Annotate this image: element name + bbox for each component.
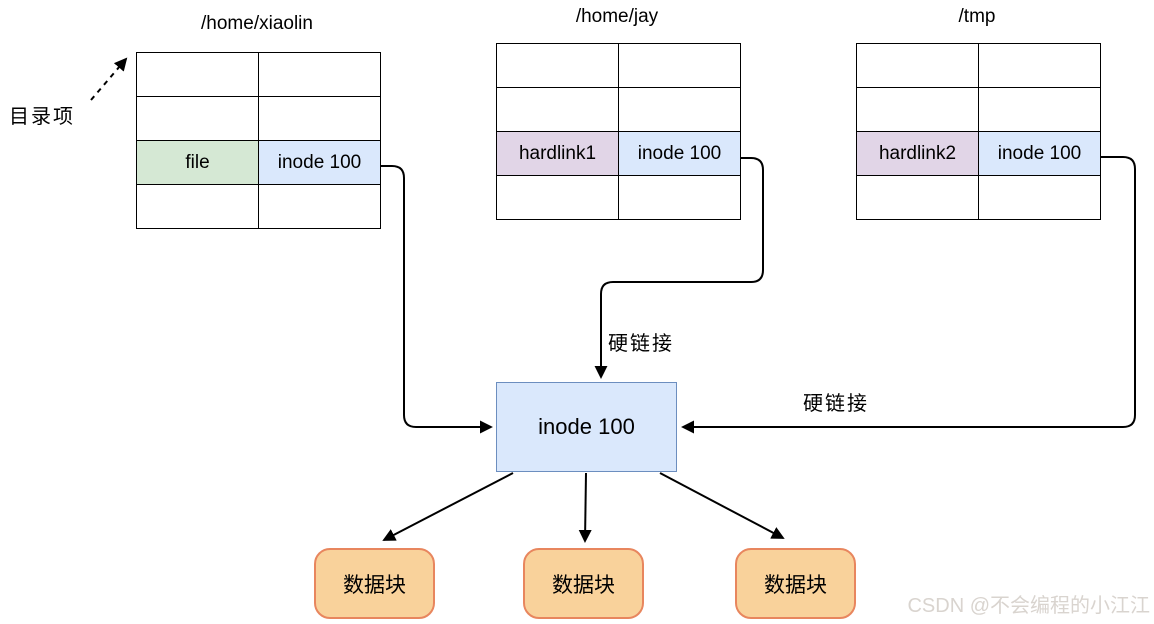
empty-cell (856, 87, 979, 132)
empty-cell (978, 87, 1101, 132)
directory-entry-pointer-arrow (90, 57, 128, 101)
empty-cell (258, 96, 381, 141)
directory-table-xiaolin: file inode 100 (136, 52, 381, 229)
arrow-inode-to-datablock-2 (578, 472, 592, 543)
data-block-2: 数据块 (523, 548, 644, 619)
hardlink-label-right: 硬链接 (803, 393, 869, 415)
empty-cell (856, 175, 979, 220)
empty-cell (136, 184, 259, 229)
empty-cell (496, 43, 619, 88)
directory-table-tmp: hardlink2 inode 100 (856, 43, 1101, 220)
empty-cell (618, 87, 741, 132)
arrow-jay-to-inode (594, 157, 764, 379)
cell-file-inode: inode 100 (258, 140, 381, 185)
cell-hardlink1-name: hardlink1 (496, 131, 619, 176)
empty-cell (856, 43, 979, 88)
cell-hardlink2-inode: inode 100 (978, 131, 1101, 176)
arrow-tmp-to-inode (681, 156, 1136, 434)
table-title-tmp: /tmp (958, 6, 996, 27)
empty-cell (258, 52, 381, 97)
cell-hardlink1-inode: inode 100 (618, 131, 741, 176)
empty-cell (618, 175, 741, 220)
inode-box: inode 100 (496, 382, 677, 472)
directory-table-jay: hardlink1 inode 100 (496, 43, 741, 220)
arrow-inode-to-datablock-3 (659, 472, 785, 539)
empty-cell (978, 43, 1101, 88)
empty-cell (978, 175, 1101, 220)
empty-cell (496, 87, 619, 132)
watermark-text: CSDN @不会编程的小江江 (907, 595, 1150, 617)
cell-hardlink2-name: hardlink2 (856, 131, 979, 176)
empty-cell (258, 184, 381, 229)
empty-cell (496, 175, 619, 220)
empty-cell (618, 43, 741, 88)
table-title-jay: /home/jay (575, 6, 659, 27)
empty-cell (136, 96, 259, 141)
data-block-3: 数据块 (735, 548, 856, 619)
hardlink-label-top: 硬链接 (608, 333, 674, 355)
empty-cell (136, 52, 259, 97)
directory-entry-label: 目录项 (9, 106, 75, 128)
arrow-xiaolin-to-inode (378, 165, 493, 434)
table-title-xiaolin: /home/xiaolin (201, 13, 313, 34)
cell-file-name: file (136, 140, 259, 185)
arrow-inode-to-datablock-1 (382, 472, 514, 541)
data-block-1: 数据块 (314, 548, 435, 619)
